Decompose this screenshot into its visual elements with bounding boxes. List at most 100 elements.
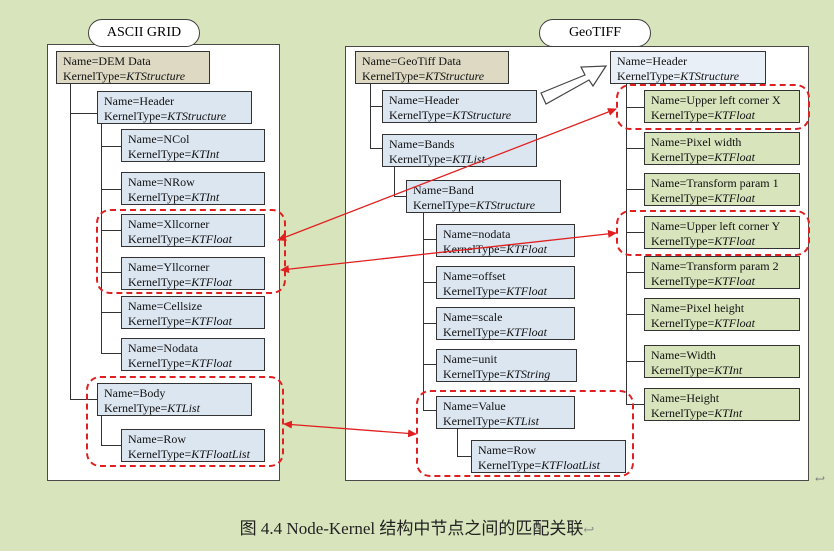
geotiff-height-node: Name=Height KernelType=KTInt — [644, 388, 800, 421]
node-kernel-type: KernelType=KTInt — [128, 147, 220, 161]
node-kernel-type: KernelType=KTFloatList — [128, 447, 250, 461]
node-name: Name=NCol — [128, 132, 190, 146]
node-kernel-type: KernelType=KTFloat — [128, 232, 232, 246]
geotiff-value-node: Name=Value KernelType=KTList — [436, 396, 575, 429]
node-name: Name=scale — [443, 310, 503, 324]
node-name: Name=Row — [478, 443, 537, 457]
highlight-upper-left-y — [616, 210, 810, 256]
tree-connector — [423, 410, 436, 411]
node-kernel-type: KernelType=KTFloat — [651, 108, 755, 122]
node-kernel-type: KernelType=KTFloat — [651, 191, 755, 205]
node-kernel-type: KernelType=KTFloat — [651, 234, 755, 248]
geotiff-upper-left-y-node: Name=Upper left corner Y KernelType=KTFl… — [644, 216, 800, 249]
tree-connector — [626, 232, 644, 233]
match-arrow-xll-to-ulx — [277, 108, 617, 241]
tree-connector — [457, 427, 458, 456]
geotiff-scale-node: Name=scale KernelType=KTFloat — [436, 307, 575, 340]
figure-caption: 图 4.4 Node-Kernel 结构中节点之间的匹配关联↩ — [0, 514, 834, 539]
node-name: Name=unit — [443, 352, 498, 366]
node-kernel-type: KernelType=KTInt — [128, 190, 220, 204]
node-kernel-type: KernelType=KTFloat — [651, 274, 755, 288]
node-name: Name=Upper left corner X — [651, 93, 781, 107]
tree-connector — [101, 312, 121, 313]
node-name: Name=Nodata — [128, 341, 199, 355]
tree-connector — [626, 107, 644, 108]
tree-connector — [101, 414, 102, 445]
geotiff-width-node: Name=Width KernelType=KTInt — [644, 345, 800, 378]
tree-connector — [626, 314, 644, 315]
tree-connector — [101, 353, 121, 354]
node-name: Name=Width — [651, 348, 716, 362]
node-kernel-type: KernelType=KTStructure — [104, 109, 227, 123]
expand-header-arrow — [540, 65, 608, 105]
paragraph-mark: ↩ — [815, 472, 826, 486]
ascii-body-node: Name=Body KernelType=KTList — [97, 383, 252, 416]
node-name: Name=Header — [617, 54, 688, 68]
tree-connector — [626, 148, 644, 149]
tree-connector — [101, 146, 121, 147]
tree-connector — [423, 282, 436, 283]
geotiff-pixel-width-node: Name=Pixel width KernelType=KTFloat — [644, 132, 800, 165]
node-kernel-type: KernelType=KTList — [104, 401, 200, 415]
node-name: Name=Upper left corner Y — [651, 219, 781, 233]
geotiff-transform-param-1-node: Name=Transform param 1 KernelType=KTFloa… — [644, 173, 800, 206]
ascii-nodata-node: Name=Nodata KernelType=KTFloat — [121, 338, 265, 371]
tree-connector — [101, 230, 121, 231]
node-name: Name=Row — [128, 432, 187, 446]
node-kernel-type: KernelType=KTStructure — [63, 69, 186, 83]
geotiff-upper-left-x-node: Name=Upper left corner X KernelType=KTFl… — [644, 90, 800, 123]
ascii-row-node: Name=Row KernelType=KTFloatList — [121, 429, 265, 462]
caption-text: 图 4.4 Node-Kernel 结构中节点之间的匹配关联 — [239, 519, 584, 538]
tree-connector — [423, 323, 436, 324]
highlight-body-row-group — [86, 376, 284, 467]
ascii-grid-title: ASCII GRID — [88, 19, 200, 47]
node-kernel-type: KernelType=KTFloat — [443, 284, 547, 298]
ascii-ncol-node: Name=NCol KernelType=KTInt — [121, 129, 265, 162]
tree-connector — [626, 272, 644, 273]
ascii-yllcorner-node: Name=Yllcorner KernelType=KTFloat — [121, 257, 265, 290]
caption-mark: ↩ — [583, 522, 595, 537]
tree-connector — [370, 106, 382, 107]
tree-connector — [101, 445, 121, 446]
geotiff-header-expanded-node: Name=Header KernelType=KTStructure — [610, 51, 766, 84]
tree-connector — [70, 84, 71, 400]
tree-connector — [626, 404, 644, 405]
node-name: Name=Header — [104, 94, 175, 108]
node-name: Name=Xllcorner — [128, 217, 210, 231]
tree-connector — [457, 456, 471, 457]
tree-connector — [423, 364, 436, 365]
ascii-root-node: Name=DEM Data KernelType=KTStructure — [56, 51, 210, 84]
node-name: Name=Transform param 2 — [651, 259, 779, 273]
node-kernel-type: KernelType=KTFloat — [651, 150, 755, 164]
ascii-header-node: Name=Header KernelType=KTStructure — [97, 91, 252, 124]
match-arrow-row-to-row — [283, 420, 417, 438]
tree-connector — [626, 189, 644, 190]
node-kernel-type: KernelType=KTStructure — [362, 69, 485, 83]
node-name: Name=Value — [443, 399, 506, 413]
node-name: Name=Cellsize — [128, 299, 203, 313]
node-kernel-type: KernelType=KTFloat — [443, 325, 547, 339]
match-arrow-yll-to-uly — [280, 229, 617, 274]
geotiff-root-node: Name=GeoTiff Data KernelType=KTStructure — [355, 51, 509, 84]
node-name: Name=Body — [104, 386, 166, 400]
node-name: Name=Pixel height — [651, 301, 745, 315]
highlight-value-row-group — [416, 390, 634, 477]
node-name: Name=Transform param 1 — [651, 176, 779, 190]
tree-connector — [626, 361, 644, 362]
node-kernel-type: KernelType=KTStructure — [617, 69, 740, 83]
node-kernel-type: KernelType=KTFloat — [128, 275, 232, 289]
node-name: Name=Pixel width — [651, 135, 742, 149]
node-kernel-type: KernelType=KTList — [443, 414, 539, 428]
geotiff-transform-param-2-node: Name=Transform param 2 KernelType=KTFloa… — [644, 256, 800, 289]
node-name: Name=Yllcorner — [128, 260, 210, 274]
highlight-upper-left-x — [616, 84, 810, 130]
ascii-cellsize-node: Name=Cellsize KernelType=KTFloat — [121, 296, 265, 329]
node-kernel-type: KernelType=KTFloatList — [478, 458, 600, 472]
tree-connector — [101, 272, 121, 273]
geotiff-title: GeoTIFF — [539, 19, 651, 47]
tree-connector — [101, 124, 102, 354]
ascii-xllcorner-node: Name=Xllcorner KernelType=KTFloat — [121, 214, 265, 247]
geotiff-row-node: Name=Row KernelType=KTFloatList — [471, 440, 626, 473]
tree-connector — [423, 213, 424, 411]
